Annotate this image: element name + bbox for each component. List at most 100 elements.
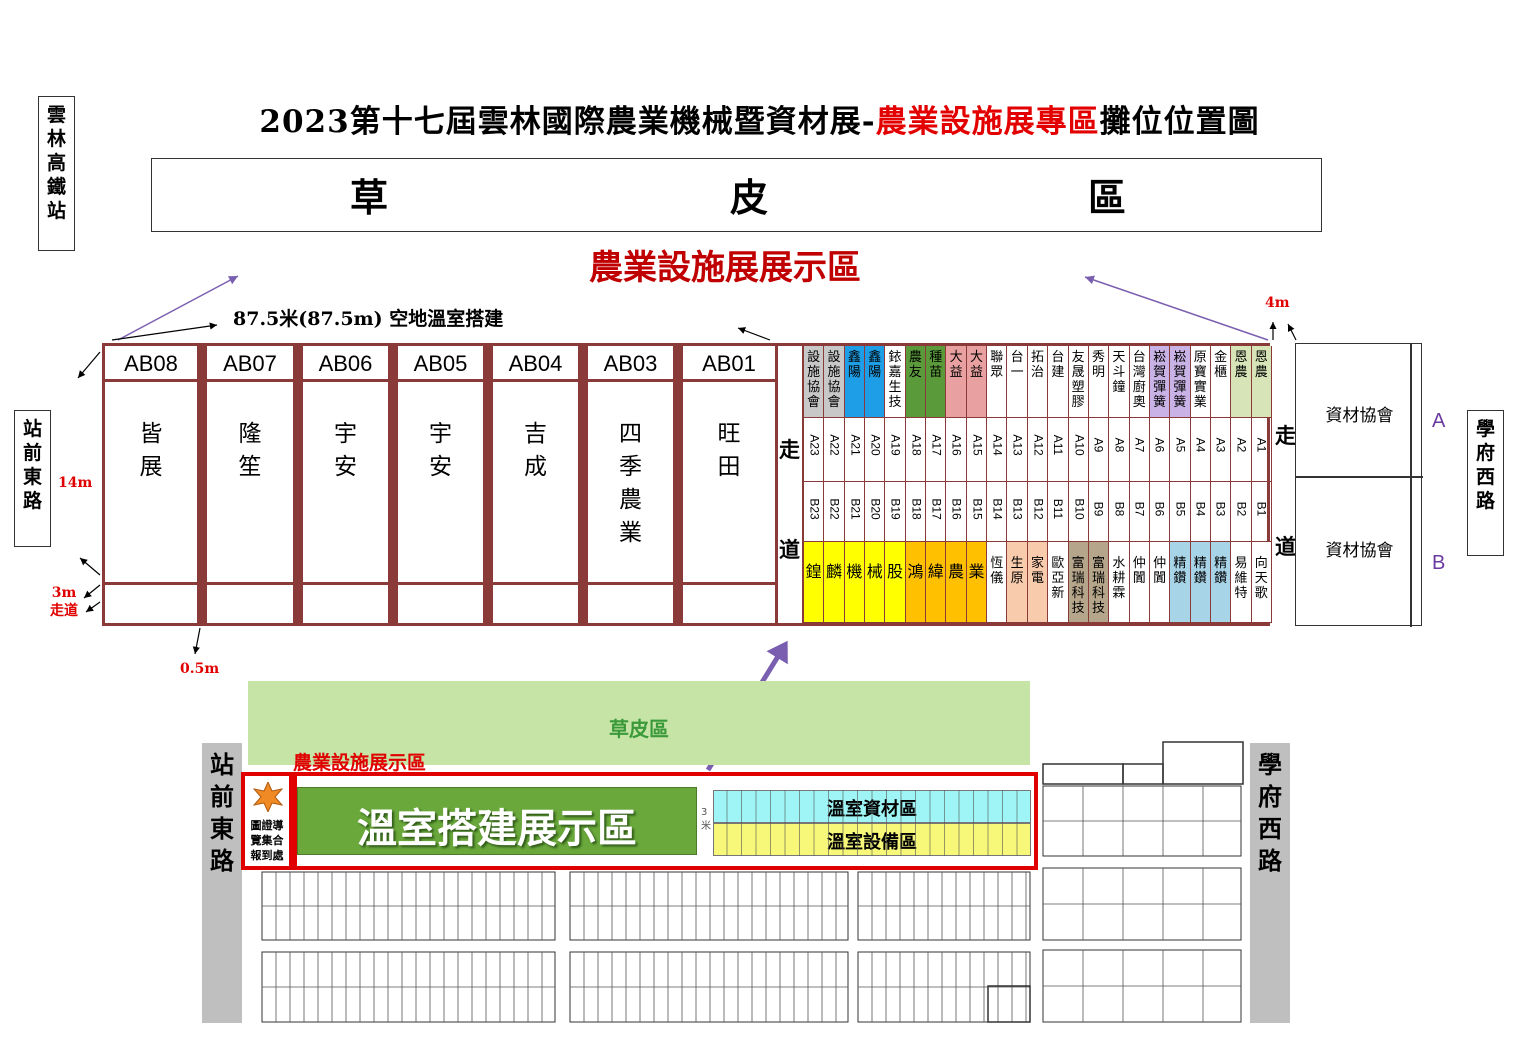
b-booth-code: B5 [1170,482,1191,542]
pointer-arrow [1084,275,1269,341]
walkway-label: 走 [779,438,800,462]
booth-name-char: 台 [1051,350,1065,365]
booth-name-char: 彈 [1153,380,1167,395]
a-booth-name: 友晟塑膠 [1068,346,1089,418]
zone-title: 農業設施展展示區 [589,248,861,288]
walkway-label: 道 [1275,535,1296,559]
booth-name-char: 會 [827,395,841,410]
a-booth-code: A20 [865,418,886,482]
a-booth-code: A8 [1109,418,1130,482]
b-booth-code: B15 [966,482,988,542]
booth-name-char: 精 [1214,556,1228,571]
road-char: 府 [1475,442,1495,464]
dim-3m-walkway: 走道 [50,603,78,619]
booth-name: 宇安 [303,418,388,484]
dimension-arrow [192,627,201,655]
a-booth-name: 金櫃 [1210,346,1232,418]
booth-name-char: 鐘 [1112,380,1126,395]
b-booth-code: B6 [1149,482,1171,542]
booth-name-char: 富 [1092,556,1106,571]
booth-name-char: 仲 [1132,556,1146,571]
booth-ab07: AB07 隆笙 [207,346,303,623]
a-booth-code: A14 [987,418,1008,482]
booth-name-char: 農 [948,562,965,581]
a-booth-code: A10 [1068,418,1089,482]
booth-name-char: 協 [827,380,841,395]
road-char: 學 [1258,751,1282,779]
a-booth-name: 天斗鐘 [1109,346,1130,418]
booth-name-char: 鍠 [805,562,822,581]
station-char: 鐵 [46,176,66,198]
booth-name-char: 家 [1030,556,1044,571]
booth-name-char: 技 [1092,601,1106,616]
booth-name-char: 崧 [1153,350,1167,365]
booth-name-char: 大 [949,350,963,365]
booth-name-char: 天 [1112,350,1126,365]
booth-name-char: 原 [1193,350,1207,365]
booth-name-char: 益 [949,365,963,380]
b-booth-code: B14 [987,482,1008,542]
booth-name-char: 股 [887,562,904,581]
booth-name-char: 瑞 [1092,571,1106,586]
b-booth-code: B17 [926,482,947,542]
booth-code: AB06 [303,346,388,382]
gap-char: 3 [701,807,708,818]
b-booth-code: B12 [1027,482,1049,542]
booth-name-char: 崧 [1173,350,1187,365]
b-booth-name: 鴻 [905,542,927,623]
a-booth-name: 鑫陽 [844,346,866,418]
booth-name-char: 天 [1254,571,1268,586]
floor-plan: AB08 皆展 AB07 隆笙 AB06 宇安 AB05 宇安 AB04 吉成 … [102,343,1296,626]
association-divider [1296,476,1423,478]
booth-name-char: 耕 [1112,571,1126,586]
b-booth-name: 械 [865,542,886,623]
booth-name-char: 原 [1010,571,1024,586]
dim-14m: 14m [58,475,93,491]
station-char: 高 [46,152,66,174]
b-booth-name: 鍠 [804,542,825,623]
site-left-road: 站 前 東 路 [202,743,242,1023]
booth-name-char: 仲 [1153,556,1167,571]
greenhouse-zone: 溫室搭建展示區 [297,787,697,855]
dimension-arrow [737,327,771,341]
booth-name-char: 實 [1193,380,1207,395]
booth-name-char: 闐 [1153,571,1167,586]
title-suffix: 攤位位置圖 [1099,104,1260,140]
a-booth-name: 崧賀彈簧 [1149,346,1171,418]
booth-name-char: 皆 [139,421,163,447]
booth-name-char: 特 [1234,586,1248,601]
b-booth-code: B18 [905,482,927,542]
a-booth-code: A2 [1231,418,1252,482]
booth-name-char: 旺 [717,421,741,447]
site-zone-label: 農業設施展示區 [293,752,427,774]
booth-name-char: 台 [1010,350,1024,365]
booth-name-char: 彈 [1173,380,1187,395]
b-booth-name: 股 [885,542,906,623]
dimension-arrow [1287,323,1297,341]
booth-name-char: 設 [807,350,821,365]
dim-4m: 4m [1265,295,1290,311]
b-booth-name: 麟 [824,542,845,623]
grass-char: 皮 [730,176,769,220]
b-booth-name: 精鑽 [1170,542,1191,623]
booth-name-char: 麟 [826,562,843,581]
b-booth-name: 歐亞新 [1048,542,1069,623]
row-label-a: A [1432,410,1446,432]
b-booth-code: B8 [1109,482,1130,542]
a-booth-code: A18 [905,418,927,482]
booth-walkway [493,582,578,585]
booth-walkway [207,582,293,585]
booth-name-char: 苗 [929,365,943,380]
a-booth-code: A13 [1007,418,1028,482]
booth-ab04: AB04 吉成 [493,346,588,623]
a-booth-name: 種苗 [926,346,947,418]
booth-name-char: 治 [1030,365,1044,380]
grass-char: 草 [350,176,389,220]
a-booth-code: A19 [885,418,906,482]
road-char: 路 [22,490,42,512]
booth-name-char: 施 [807,365,821,380]
booth-name-char: 易 [1234,556,1248,571]
